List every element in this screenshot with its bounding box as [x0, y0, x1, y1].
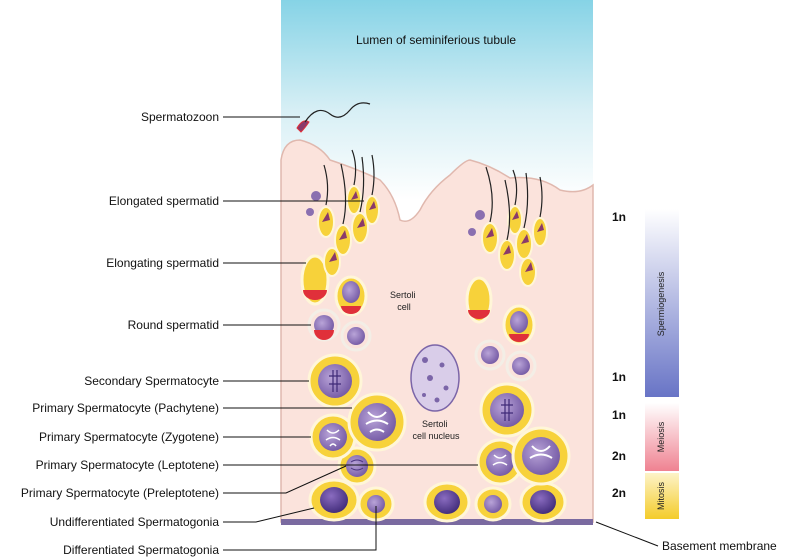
- label-secondary-spermatocyte: Secondary Spermatocyte: [84, 374, 219, 388]
- primary-spermatocyte-pachytene: [347, 392, 571, 486]
- elongated-spermatid-cluster-left: [306, 149, 380, 277]
- ploidy-mitosis-top: 2n: [612, 486, 626, 500]
- label-differentiated-spermatogonia: Differentiated Spermatogonia: [63, 543, 219, 557]
- sertoli-nucleus-label: Sertoli cell nucleus: [412, 419, 460, 441]
- sertoli-cell-label: Sertoli cell: [390, 290, 418, 312]
- label-primary-spermatocyte-leptotene: Primary Spermatocyte (Leptotene): [36, 458, 219, 472]
- ploidy-meiosis-bottom: 2n: [612, 449, 626, 463]
- label-primary-spermatocyte-zygotene: Primary Spermatocyte (Zygotene): [39, 430, 219, 444]
- label-spermatozoon: Spermatozoon: [141, 110, 219, 124]
- spermiogenesis-label: Spermiogenesis: [656, 271, 666, 336]
- primary-spermatocyte-zygotene: [309, 413, 524, 486]
- label-elongating-spermatid: Elongating spermatid: [106, 256, 219, 270]
- label-undifferentiated-spermatogonia: Undifferentiated Spermatogonia: [50, 515, 220, 529]
- ploidy-meiosis-top: 1n: [612, 408, 626, 422]
- primary-spermatocyte-leptotene: [337, 446, 377, 486]
- mitosis-label: Mitosis: [656, 482, 666, 511]
- cell-labels: Spermatozoon Elongated spermatid Elongat…: [21, 110, 777, 557]
- label-primary-spermatocyte-pachytene: Primary Spermatocyte (Pachytene): [32, 401, 219, 415]
- round-spermatid: [307, 304, 537, 382]
- sertoli-cell-nucleus: [410, 344, 460, 412]
- label-basement-membrane: Basement membrane: [662, 539, 777, 553]
- lumen-label: Lumen of seminiferious tubule: [356, 33, 516, 47]
- elongated-spermatid-cluster-right: [468, 166, 548, 287]
- mitosis-bar: [645, 473, 679, 519]
- spermatozoon: [296, 102, 371, 133]
- differentiated-spermatogonia: [357, 486, 512, 522]
- elongating-spermatid: [300, 254, 493, 324]
- ploidy-spermiogenesis-top: 1n: [612, 210, 626, 224]
- meiosis-bar: [645, 403, 679, 471]
- basement-membrane: [281, 519, 593, 525]
- meiosis-label: Meiosis: [656, 421, 666, 452]
- label-elongated-spermatid: Elongated spermatid: [109, 194, 219, 208]
- label-primary-spermatocyte-preleptotene: Primary Spermatocyte (Preleptotene): [21, 486, 219, 500]
- ploidy-spermiogenesis-bottom: 1n: [612, 370, 626, 384]
- phase-bar: Spermiogenesis Meiosis Mitosis 1n 1n 1n …: [612, 209, 679, 519]
- secondary-spermatocyte: [307, 353, 535, 438]
- label-round-spermatid: Round spermatid: [128, 318, 219, 332]
- spermiogenesis-bar: [645, 209, 679, 397]
